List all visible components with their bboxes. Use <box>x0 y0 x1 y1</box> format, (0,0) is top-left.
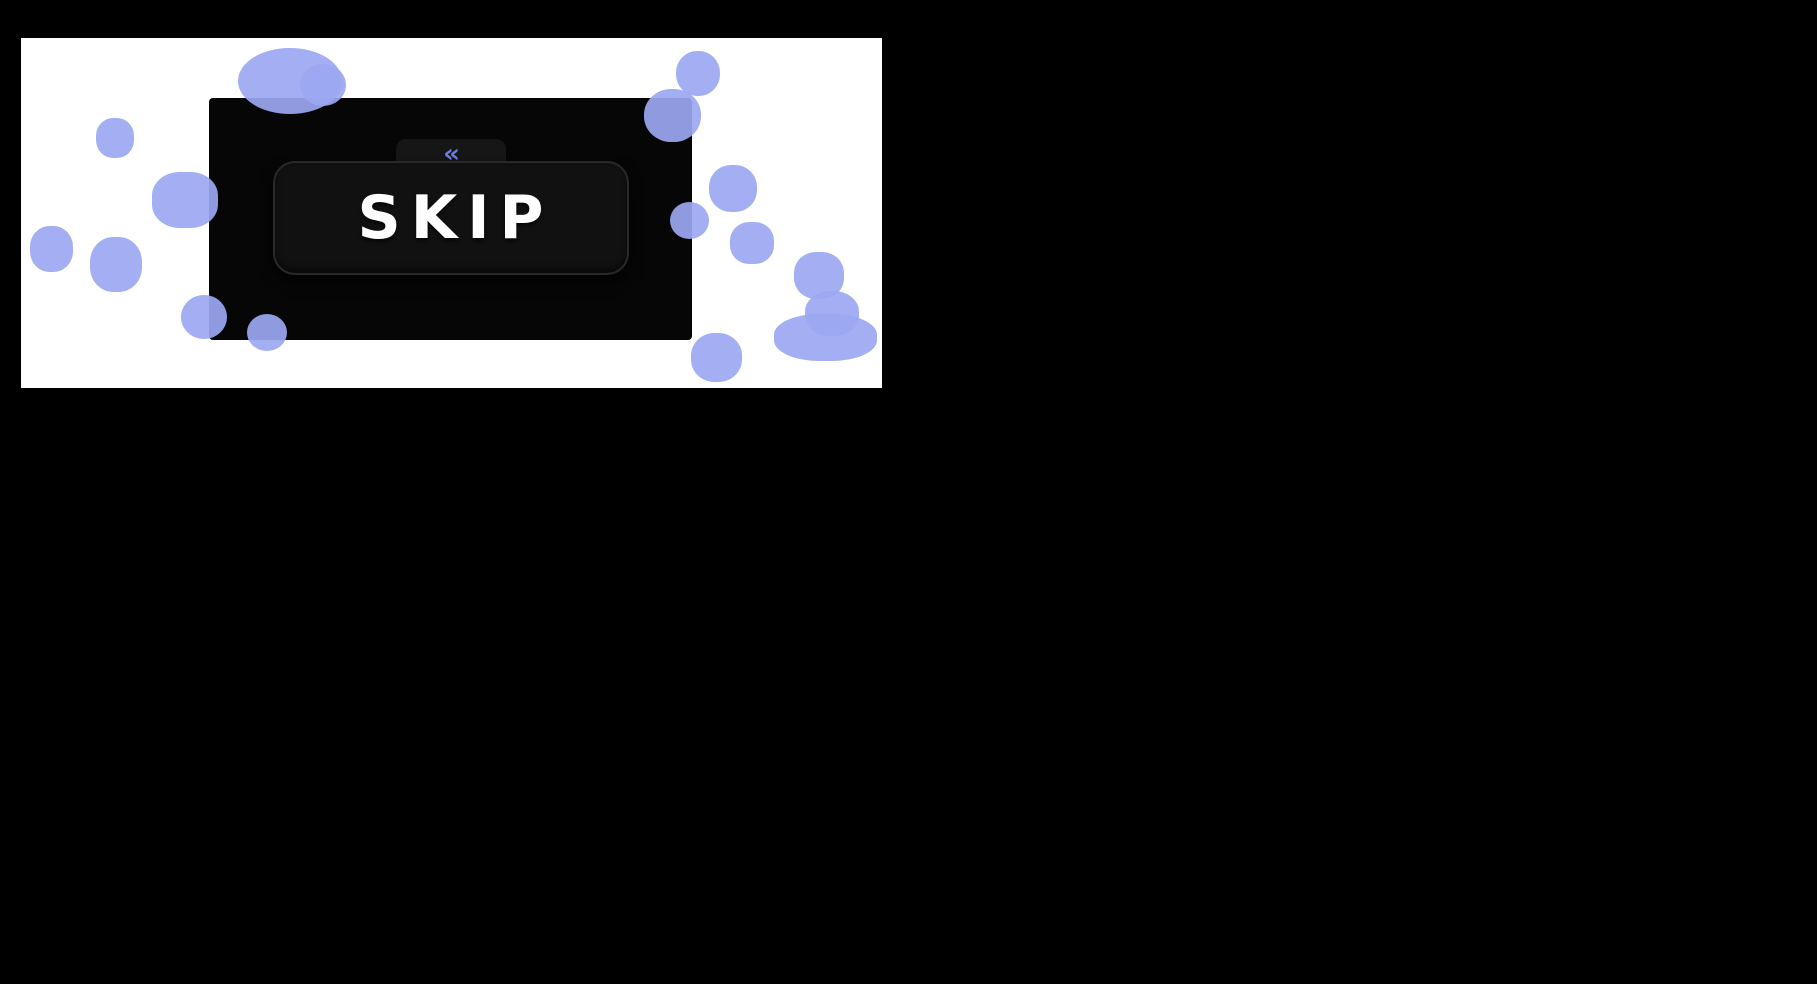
skip-button[interactable]: SKIP <box>272 161 629 275</box>
content-panel: « SKIP <box>21 38 882 388</box>
skip-button-label: SKIP <box>357 183 554 253</box>
overlay-card: « SKIP <box>209 98 692 340</box>
